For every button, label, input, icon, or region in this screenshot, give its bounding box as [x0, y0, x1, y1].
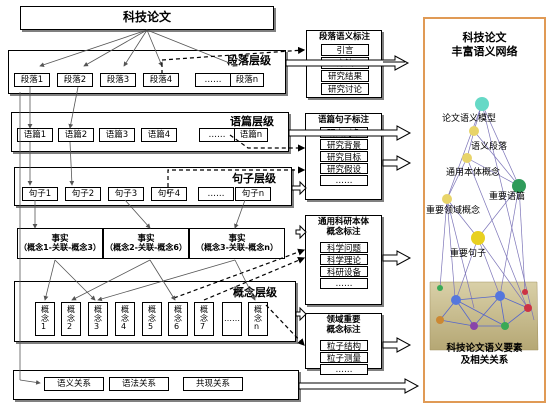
node-element-8: [522, 289, 528, 295]
relation-item: 语义关系: [44, 377, 104, 391]
network-graph: [429, 97, 539, 351]
concept-item: 概 念 n: [248, 302, 268, 336]
concept-item: 概 念 5: [142, 302, 162, 336]
node-element-6: [501, 322, 509, 330]
sentence-item: 句子2: [65, 187, 101, 201]
concept-level-title: 概念层级: [233, 286, 277, 299]
node-discourse: [512, 179, 526, 193]
network-bottom-label: 科技论文语义要素 及相关关系: [446, 343, 523, 366]
network-edges: [439, 103, 535, 321]
discourse-annotation-item: 研究目标: [320, 151, 368, 163]
concept-item: 概 念 4: [115, 302, 135, 336]
paragraph-annotation-item: 研究结果: [321, 70, 369, 82]
network-label-ontology: 通用本体概念: [446, 168, 501, 178]
concept-item: 概 念 3: [88, 302, 108, 336]
ontology-annotation-item: ……: [320, 278, 368, 289]
fact-label: 事实: [137, 233, 155, 244]
title-to-paragraph-arrows: [39, 29, 238, 67]
fact-label: 事实: [51, 233, 69, 244]
fact-detail: （概念2-关联-概念6）: [105, 242, 187, 252]
discourse-item: 语篇2: [58, 128, 94, 142]
domain-annotation-item: 粒子测量: [320, 352, 368, 364]
fact-box: 事实（概念3-关联-概念n）: [189, 228, 285, 259]
sentence-level-title: 句子层级: [232, 172, 276, 185]
concept-item: 概 念 6: [168, 302, 188, 336]
fact-label: 事实: [228, 233, 246, 244]
discourse-annotation-item: ……: [320, 175, 368, 186]
discourse-item: 语篇n: [234, 128, 268, 142]
fact-detail: （概念1-关联-概念3）: [19, 242, 101, 252]
paragraph-annotation-title: 段落语义标注: [318, 32, 370, 42]
dashed-annotation-links: [161, 46, 306, 346]
bed-edges: [439, 295, 529, 327]
paper-title-box: 科技论文: [20, 6, 274, 30]
discourse-item: 语篇4: [141, 128, 177, 142]
paragraph-item: ……: [195, 73, 231, 87]
network-label-model: 论文语义模型: [442, 114, 497, 124]
network-label-discourse: 重要语篇: [489, 192, 526, 202]
node-paragraph: [469, 126, 479, 136]
sentence-item: 句子1: [22, 187, 58, 201]
network-label-domain: 重要领域概念: [426, 206, 481, 216]
level-links: [19, 86, 256, 385]
sentence-item: 句子n: [235, 187, 271, 201]
concept-item: 概 念 2: [61, 302, 81, 336]
network-bed: [429, 281, 539, 351]
paragraph-item: 段落1: [14, 73, 50, 87]
network-label-sentence: 重要句子: [450, 249, 487, 259]
discourse-item: 语篇3: [99, 128, 135, 142]
discourse-annotation-title: 语篇句子标注: [317, 115, 369, 125]
concept-item: 概 念 1: [35, 302, 55, 336]
fact-box: 事实（概念1-关联-概念3）: [17, 228, 103, 259]
sentence-item: 句子3: [108, 187, 144, 201]
node-element-5: [470, 322, 478, 330]
discourse-annotation-item: 研究背景: [320, 139, 368, 151]
paragraph-annotation-item: 研究讨论: [321, 83, 369, 95]
ontology-annotation-item: 科研设备: [320, 266, 368, 278]
network-label-paragraph: 语义段落: [471, 142, 508, 152]
sentence-item: ……: [198, 187, 234, 201]
ontology-annotation-title: 通用科研本体 概念标注: [317, 217, 369, 237]
node-element-7: [437, 285, 443, 291]
domain-annotation-item: ……: [320, 364, 368, 375]
discourse-annotation-item: 研究假设: [320, 163, 368, 175]
node-sentence: [471, 231, 485, 245]
node-domain: [442, 194, 452, 204]
network-title: 科技论文 丰富语义网络: [451, 31, 518, 58]
discourse-item: 语篇1: [17, 128, 53, 142]
fact-box: 事实（概念2-关联-概念6）: [103, 228, 189, 259]
paragraph-item: 段落n: [230, 73, 264, 87]
domain-annotation-item: 粒子结构: [320, 340, 368, 352]
node-element-2: [495, 291, 505, 301]
relation-item: 共现关系: [183, 377, 243, 391]
paragraph-level-title: 段落层级: [227, 54, 271, 67]
concept-item: 概 念 7: [194, 302, 214, 336]
ontology-annotation-item: 科学理论: [320, 254, 368, 266]
node-element-3: [524, 304, 532, 312]
paragraph-item: 段落3: [100, 73, 136, 87]
ontology-annotation-item: 科学问题: [320, 242, 368, 254]
node-ontology: [462, 153, 472, 163]
paragraph-annotation-item: 引言: [321, 44, 369, 56]
domain-annotation-title: 领域重要 概念标注: [326, 315, 361, 335]
relation-item: 语法关系: [109, 377, 169, 391]
node-model: [475, 97, 489, 111]
concept-item: ……: [222, 302, 242, 336]
fact-detail: （概念3-关联-概念n）: [196, 242, 278, 252]
paragraph-item: 段落2: [57, 73, 93, 87]
sentence-item: 句子4: [151, 187, 187, 201]
discourse-level-title: 语篇层级: [230, 115, 274, 128]
paper-title: 科技论文: [122, 10, 171, 25]
big-right-arrows: [285, 55, 420, 394]
node-element-1: [451, 295, 461, 305]
paragraph-item: 段落4: [143, 73, 179, 87]
node-element-4: [436, 316, 444, 324]
